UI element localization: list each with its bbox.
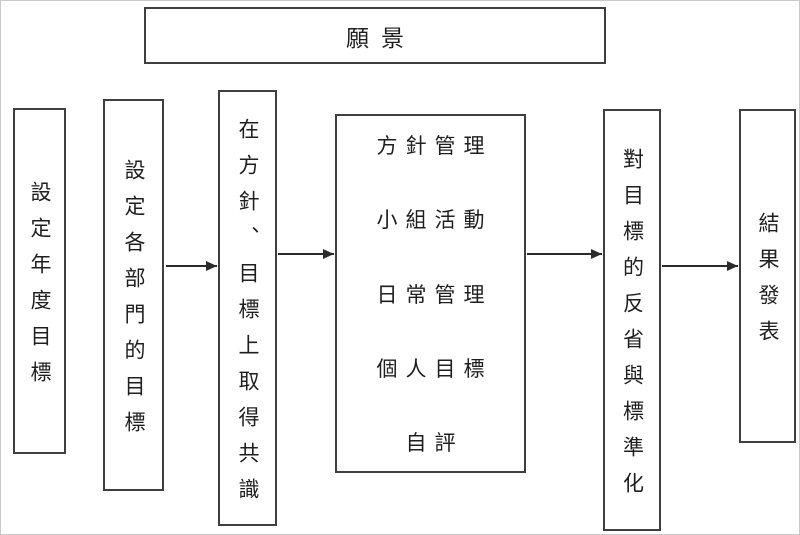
stage-consensus-label: 在方針、目標上取得共識: [236, 117, 260, 514]
activity-daily-management: 日常管理: [376, 282, 493, 307]
stage-reflection-standardization-box: 對目標的反省與標準化: [603, 109, 661, 531]
stage-annual-goal-label: 設定年度目標: [28, 180, 52, 397]
stage-department-goals-label: 設定各部門的目標: [122, 158, 146, 447]
stage-reflection-standardization-label: 對目標的反省與標準化: [620, 147, 645, 508]
stage-annual-goal-box: 設定年度目標: [13, 108, 66, 454]
activity-group-activities: 小組活動: [376, 208, 493, 233]
activity-self-evaluation: 自評: [405, 431, 464, 455]
stage-activities-box: 方針管理 小組活動 日常管理 個人目標 自評: [335, 114, 526, 473]
activity-personal-goals: 個人目標: [376, 356, 493, 381]
vision-label: 願景: [346, 25, 416, 52]
stage-consensus-box: 在方針、目標上取得共識: [218, 90, 277, 526]
stage-department-goals-box: 設定各部門的目標: [103, 99, 164, 491]
stage-results-presentation-box: 結果發表: [739, 109, 796, 443]
stage-results-presentation-label: 結果發表: [756, 211, 780, 356]
activity-policy-management: 方針管理: [376, 134, 493, 158]
vision-box: 願景: [144, 7, 606, 64]
